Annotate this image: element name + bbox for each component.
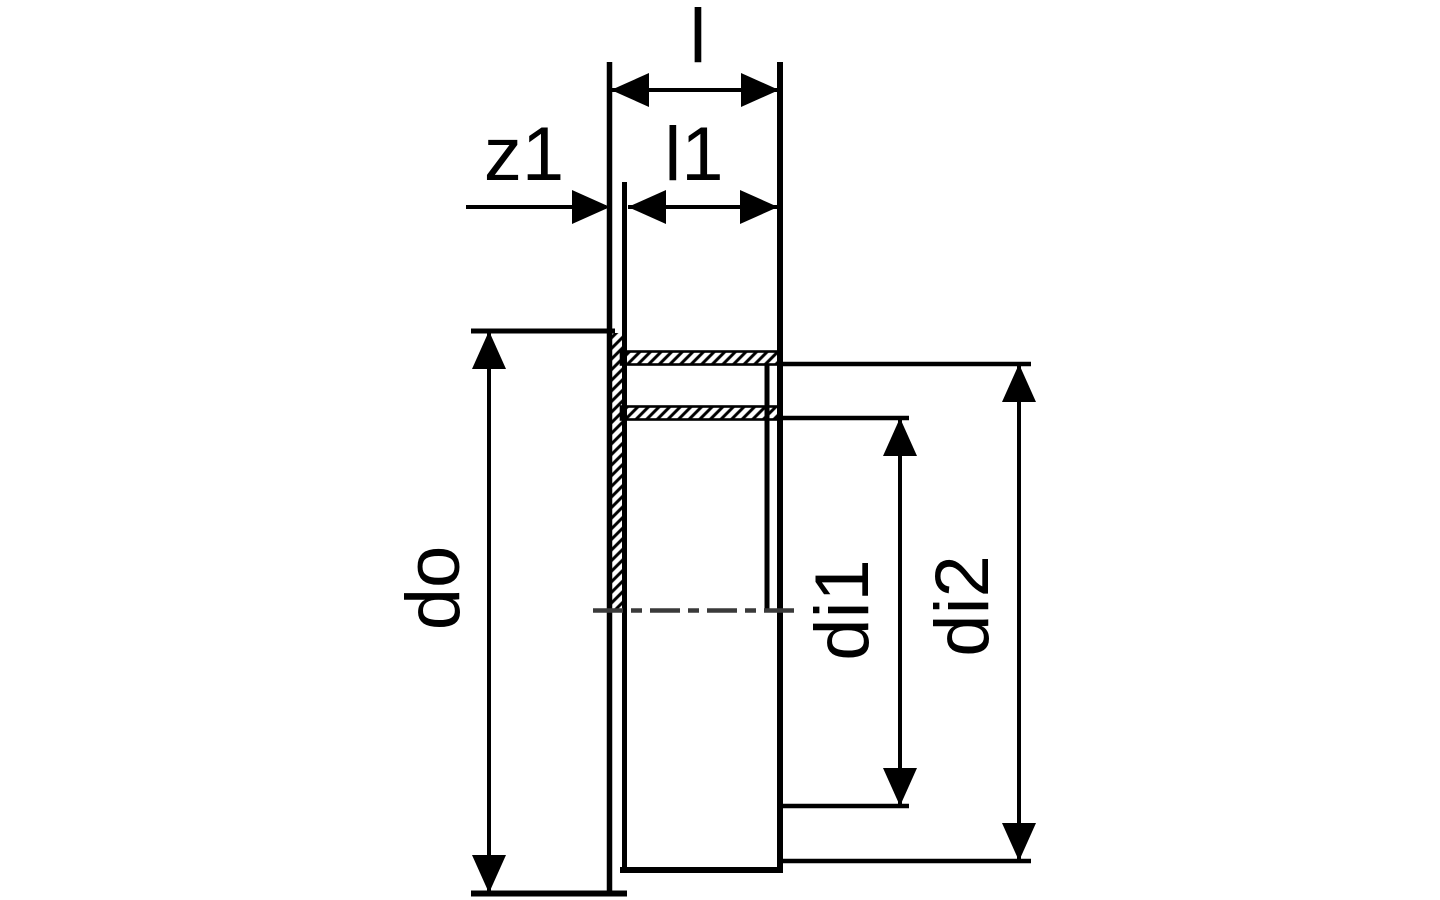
socket-outer-wall-hatch: [619, 350, 781, 366]
do-arrow-down: [472, 855, 506, 893]
dimension-di1: di1: [781, 415, 917, 809]
di2-arrow-up: [1002, 364, 1036, 402]
do-arrow-up: [472, 331, 506, 369]
di2-dimension-label: di2: [920, 555, 1005, 656]
l1-arrow-right: [740, 190, 778, 224]
di1-arrow-up: [883, 418, 917, 456]
do-dimension-label: do: [391, 546, 476, 631]
di1-arrow-down: [883, 768, 917, 806]
di1-dimension-label: di1: [800, 559, 885, 660]
dimension-z1: z1: [466, 112, 610, 224]
l-arrow-right: [741, 73, 779, 107]
l1-dimension-label: l1: [664, 112, 723, 197]
l-arrow-left: [611, 73, 649, 107]
di2-arrow-down: [1002, 823, 1036, 861]
dimension-di2: di2: [781, 361, 1036, 864]
z1-arrow-right: [572, 190, 610, 224]
socket-inner-wall-hatch: [619, 405, 781, 421]
dimension-l: l: [611, 0, 779, 107]
l-dimension-label: l: [690, 0, 707, 79]
l1-arrow-left: [628, 190, 666, 224]
fitting-body: [471, 62, 783, 897]
dimension-l1: l1: [628, 112, 778, 224]
dimension-do: do: [391, 331, 506, 893]
z1-dimension-label: z1: [484, 112, 564, 197]
